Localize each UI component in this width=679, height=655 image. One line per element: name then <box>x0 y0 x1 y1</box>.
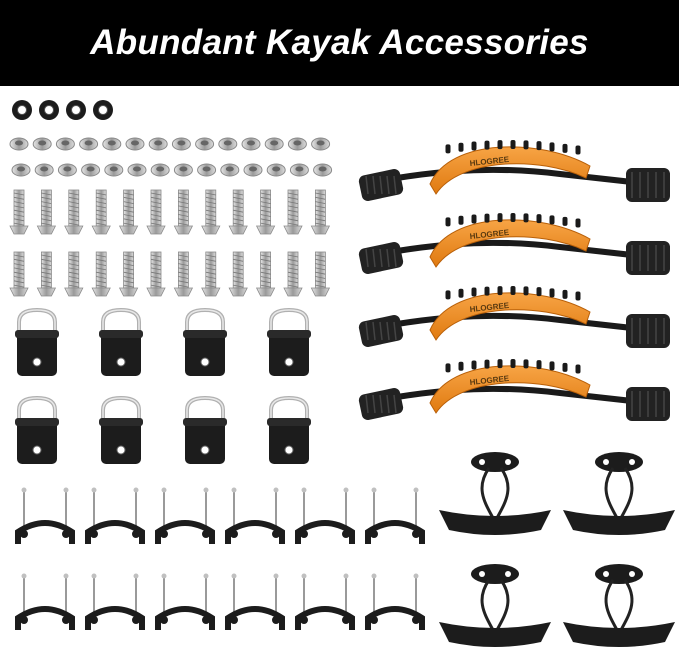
title-banner: Abundant Kayak Accessories <box>0 0 679 86</box>
nut <box>127 163 147 177</box>
nut <box>11 163 31 177</box>
nut <box>150 163 170 177</box>
carry-handle: HLOGREE <box>358 359 670 421</box>
d-ring <box>15 307 59 376</box>
screw <box>146 251 166 297</box>
nut <box>195 137 215 151</box>
screw <box>91 189 111 235</box>
nut <box>81 163 101 177</box>
handle-brand: HLOGREE <box>469 301 510 314</box>
bungee-cord-hooks <box>15 487 425 630</box>
screw <box>91 251 111 297</box>
hex-nuts <box>9 137 333 177</box>
t-handle <box>439 564 551 647</box>
screw <box>173 251 194 297</box>
d-ring <box>183 307 227 376</box>
d-ring <box>99 395 143 464</box>
nut <box>125 137 145 151</box>
handle-brand: HLOGREE <box>469 374 510 387</box>
screw <box>64 251 84 297</box>
bungee-hook <box>15 487 75 544</box>
nut <box>266 163 286 177</box>
nut <box>79 137 99 151</box>
screw <box>118 189 139 235</box>
screw <box>283 251 303 297</box>
bungee-hook <box>85 573 145 630</box>
nut <box>9 137 29 151</box>
screw <box>9 251 29 297</box>
t-handle <box>563 564 675 647</box>
nut <box>241 137 261 151</box>
nut <box>313 163 333 177</box>
d-ring <box>267 395 311 464</box>
d-ring <box>99 307 143 376</box>
screw <box>310 189 331 235</box>
carry-handles: HLOGREE HLOGREE HLOGREE HLOGREE <box>358 140 670 421</box>
nut <box>218 137 238 151</box>
bungee-hook <box>225 573 285 630</box>
t-handle <box>563 452 675 535</box>
screw <box>228 189 248 235</box>
nut <box>102 137 122 151</box>
d-ring <box>15 395 59 464</box>
handle-brand: HLOGREE <box>469 228 510 241</box>
screw <box>255 251 276 297</box>
screw <box>255 189 276 235</box>
nut <box>289 163 309 177</box>
d-ring-tie-downs <box>15 307 311 464</box>
d-ring <box>183 395 227 464</box>
t-handles <box>439 452 675 647</box>
screw <box>201 189 221 235</box>
nut <box>148 137 168 151</box>
nut <box>287 137 307 151</box>
washer <box>93 100 113 120</box>
screw <box>310 251 331 297</box>
carry-handle: HLOGREE <box>358 286 670 348</box>
screw <box>201 251 221 297</box>
carry-handle: HLOGREE <box>358 140 670 202</box>
nut <box>197 163 217 177</box>
screw <box>118 251 139 297</box>
screw <box>9 189 29 235</box>
screws <box>9 189 331 297</box>
nut <box>311 137 331 151</box>
nut <box>55 137 75 151</box>
screw <box>173 189 194 235</box>
washer <box>66 100 86 120</box>
nut <box>171 137 191 151</box>
screw <box>228 251 248 297</box>
nut <box>57 163 77 177</box>
bungee-hook <box>155 573 215 630</box>
rubber-washers <box>12 100 113 120</box>
bungee-hook <box>365 487 425 544</box>
nut <box>104 163 124 177</box>
washer <box>12 100 32 120</box>
screw <box>36 189 57 235</box>
handle-brand: HLOGREE <box>469 155 510 168</box>
nut <box>220 163 240 177</box>
screw <box>283 189 303 235</box>
bungee-hook <box>155 487 215 544</box>
t-handle <box>439 452 551 535</box>
bungee-hook <box>295 573 355 630</box>
nut <box>243 163 263 177</box>
nut <box>173 163 193 177</box>
bungee-hook <box>225 487 285 544</box>
bungee-hook <box>85 487 145 544</box>
bungee-hook <box>365 573 425 630</box>
nut <box>264 137 284 151</box>
product-photo: HLOGREE HLOGREE HLOGREE HLOGREE <box>9 100 675 647</box>
bungee-hook <box>15 573 75 630</box>
screw <box>36 251 57 297</box>
banner-title: Abundant Kayak Accessories <box>90 23 589 62</box>
screw <box>146 189 166 235</box>
screw <box>64 189 84 235</box>
d-ring <box>267 307 311 376</box>
washer <box>39 100 59 120</box>
carry-handle: HLOGREE <box>358 213 670 275</box>
nut <box>32 137 52 151</box>
bungee-hook <box>295 487 355 544</box>
nut <box>34 163 54 177</box>
